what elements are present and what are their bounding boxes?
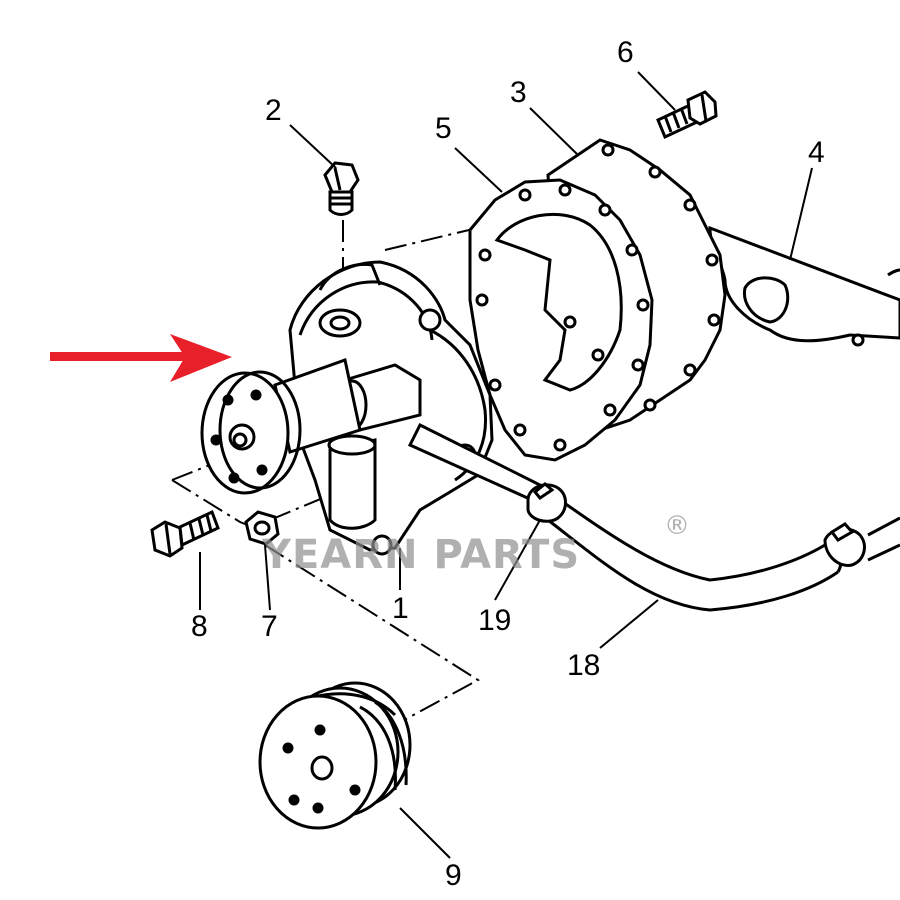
callout-19: 19 — [478, 604, 511, 637]
watermark-registered-mark: ® — [664, 511, 690, 541]
callout-2: 2 — [265, 94, 282, 127]
hose-part-18 — [547, 498, 843, 612]
callout-8: 8 — [191, 610, 208, 643]
callout-3: 3 — [510, 76, 527, 109]
clamp-part-19 — [526, 482, 567, 523]
callout-7: 7 — [261, 610, 278, 643]
water-pump-part-1 — [200, 260, 543, 556]
bolt-part-6 — [656, 90, 718, 140]
callout-4: 4 — [808, 136, 825, 169]
leader-lines — [199, 71, 813, 859]
watermark: YEARN PARTS ® — [261, 511, 690, 578]
gasket-part-4 — [708, 225, 900, 347]
callout-9: 9 — [445, 859, 462, 892]
bolt-part-8 — [150, 509, 220, 558]
callout-6: 6 — [617, 36, 634, 69]
callout-18: 18 — [567, 649, 600, 682]
red-arrow-icon — [50, 334, 232, 382]
drain-plug-part-2 — [323, 161, 360, 216]
gasket-part-5 — [468, 178, 654, 462]
callout-1: 1 — [392, 592, 409, 625]
watermark-text: YEARN PARTS — [261, 532, 580, 578]
clamp-far-end — [823, 516, 900, 567]
nut-part-7 — [244, 510, 280, 546]
callout-labels: 2 3 5 6 4 1 7 8 19 18 9 — [191, 36, 825, 892]
pulley-part-9 — [258, 681, 412, 830]
callout-5: 5 — [435, 112, 452, 145]
